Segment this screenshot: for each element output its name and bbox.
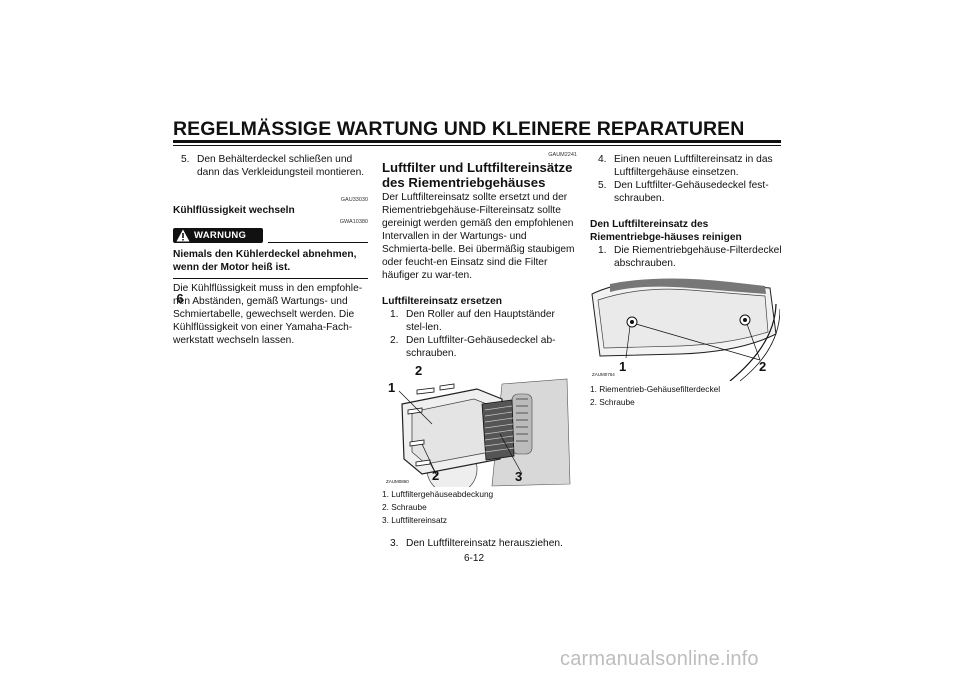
caption-item: 2. Schraube	[590, 397, 635, 407]
header-rule	[173, 140, 781, 143]
page-header-title: REGELMÄSSIGE WARTUNG UND KLEINERE REPARA…	[173, 118, 745, 140]
header-rule-thin	[173, 145, 781, 146]
subheading-replace-filter: Luftfiltereinsatz ersetzen	[382, 296, 503, 307]
caption-item: 1. Luftfiltergehäuseabdeckung	[382, 489, 494, 499]
figure-code: ZAUM0860	[386, 479, 409, 484]
section-code: GAU33030	[340, 197, 368, 203]
column-3: 4. Einen neuen Luftfiltereinsatz in das …	[590, 153, 785, 408]
step-number: 1.	[598, 245, 607, 256]
step-text: Den Luftfilter-Gehäusedeckel ab-schraube…	[406, 335, 556, 359]
step-1: 1. Den Roller auf den Hauptständer stel-…	[382, 308, 577, 334]
figure-caption-list: 1. Riementrieb-Gehäusefilterdeckel 2. Sc…	[590, 384, 785, 408]
column-1: 5. Den Behälterdeckel schließen und dann…	[173, 153, 368, 347]
section-heading-air-filter: Luftfilter und Luftfiltereinsätze des Ri…	[382, 160, 573, 190]
figure-code: ZAUM0764	[592, 372, 615, 377]
warning-badge: WARNUNG	[173, 228, 263, 243]
step-number: 2.	[390, 335, 399, 346]
chapter-tab: 6	[176, 291, 184, 306]
air-filter-illustration	[382, 364, 572, 487]
caption-item: 1. Riementrieb-Gehäusefilterdeckel	[590, 384, 721, 394]
belt-cover-illustration	[590, 274, 780, 381]
section-heading-coolant: Kühlflüssigkeit wechseln	[173, 205, 295, 216]
step-number: 1.	[390, 309, 399, 320]
step-text: Den Luftfiltereinsatz herausziehen.	[406, 538, 563, 549]
figure-caption-list: 1. Luftfiltergehäuseabdeckung 2. Schraub…	[382, 489, 577, 526]
page-number: 6-12	[464, 553, 485, 564]
step-5: 5. Den Behälterdeckel schließen und dann…	[173, 153, 368, 179]
caption-item: 2. Schraube	[382, 502, 427, 512]
warning-line	[268, 242, 368, 243]
step-number: 4.	[598, 154, 607, 165]
step-3: 3. Den Luftfiltereinsatz herausziehen.	[382, 537, 577, 550]
warning-triangle-icon	[176, 229, 190, 242]
callout-2: 2	[759, 359, 767, 374]
warning-end-rule	[173, 278, 368, 279]
warning-banner: WARNUNG	[173, 228, 368, 245]
callout-3: 3	[515, 469, 523, 484]
step-text: Den Roller auf den Hauptständer stel-len…	[406, 309, 555, 333]
callout-2-top: 2	[415, 363, 423, 378]
warning-code: GWA10380	[339, 219, 368, 225]
step-2: 2. Den Luftfilter-Gehäusedeckel ab-schra…	[382, 334, 577, 360]
coolant-body-text: Die Kühlflüssigkeit muss in den empfohle…	[173, 283, 363, 346]
step-number: 5.	[181, 154, 190, 165]
air-filter-figure: 1 2 2 3 ZAUM0860	[382, 364, 572, 487]
step-5: 5. Den Luftfilter-Gehäusedeckel fest-sch…	[590, 179, 785, 205]
belt-cover-figure: 1 2 ZAUM0764	[590, 274, 780, 381]
step-text: Einen neuen Luftfiltereinsatz in das Luf…	[614, 154, 773, 178]
section-code: GAUM2241	[548, 152, 577, 158]
step-number: 3.	[390, 538, 399, 549]
step-1: 1. Die Riementriebgehäuse-Filterdeckel a…	[590, 244, 785, 270]
watermark: carmanualsonline.info	[560, 648, 759, 670]
step-number: 5.	[598, 180, 607, 191]
warning-label: WARNUNG	[194, 230, 247, 241]
step-text: Den Behälterdeckel schließen und dann da…	[197, 154, 365, 178]
air-filter-intro: Der Luftfiltereinsatz sollte ersetzt und…	[382, 192, 575, 281]
step-text: Den Luftfilter-Gehäusedeckel fest-schrau…	[614, 180, 769, 204]
step-text: Die Riementriebgehäuse-Filterdeckel absc…	[614, 245, 782, 269]
callout-1: 1	[619, 359, 627, 374]
subheading-clean-belt-filter: Den Luftfiltereinsatz des Riementriebge-…	[590, 219, 742, 243]
column-2: GAUM2241 Luftfilter und Luftfiltereinsät…	[382, 152, 577, 550]
callout-2-bottom: 2	[432, 468, 440, 483]
caption-item: 3. Luftfiltereinsatz	[382, 515, 448, 525]
callout-1: 1	[388, 380, 396, 395]
warning-text: Niemals den Kühlerdeckel abnehmen, wenn …	[173, 249, 357, 273]
step-4: 4. Einen neuen Luftfiltereinsatz in das …	[590, 153, 785, 179]
